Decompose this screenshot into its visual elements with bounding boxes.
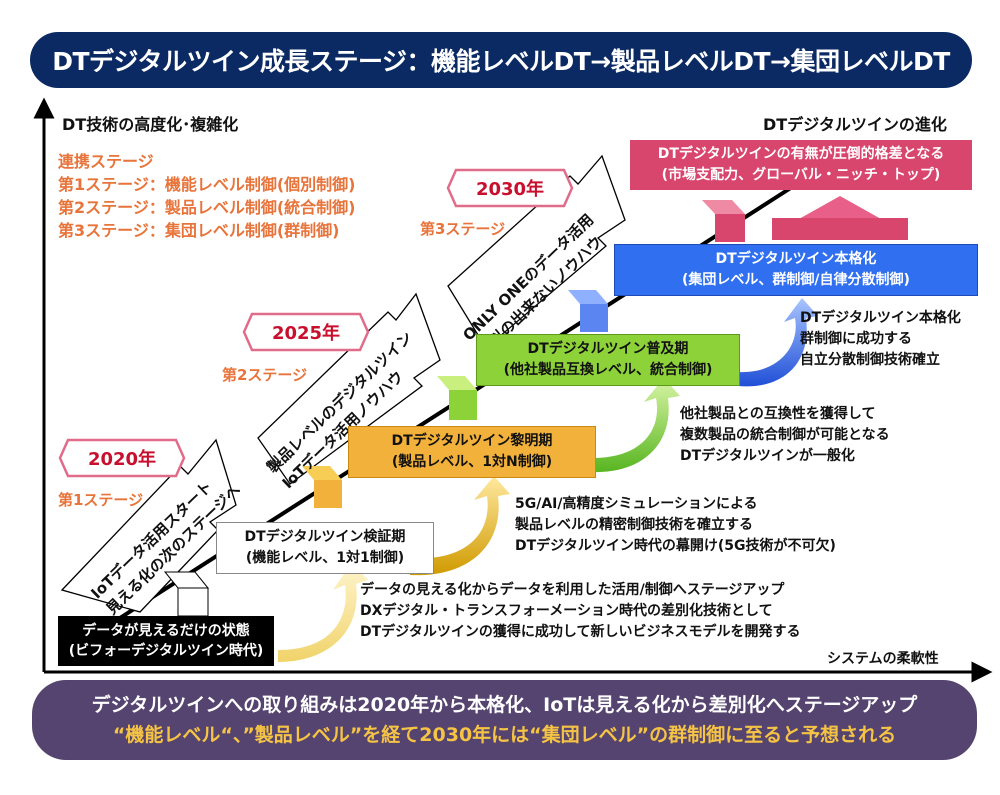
y-axis-label: DT技術の高度化･複雑化 (62, 115, 239, 134)
year-badge-2025: 2025年 (242, 312, 370, 352)
description-2: 5G/AI/高精度シミュレーションによる 製品レベルの精密制御技術を確立する D… (515, 494, 836, 557)
cube-green-side (449, 390, 477, 420)
cube-pink (702, 200, 745, 214)
cube-green (437, 376, 477, 390)
box-line: DTデジタルツイン黎明期 (391, 433, 553, 449)
description-line: 他社製品との互換性を獲得して (680, 406, 876, 422)
stage-list: 連携ステージ 第1ステージ：機能レベル制御(個別制御) 第2ステージ：製品レベル… (58, 150, 355, 242)
description-1: データの見える化からデータを利用した活用/制御へステージアップ DXデジタル・ト… (360, 580, 800, 643)
box-line: (集団レベル、群制御/自律分散制御) (682, 272, 910, 288)
cube-gold (302, 466, 342, 480)
milestone-arrow-2025 (257, 292, 441, 485)
box-line: (市場支配力、グローバル・ニッチ・トップ) (661, 167, 941, 183)
cube-gold-side (314, 480, 342, 508)
description-line: DXデジタル・トランスフォーメーション時代の差別化技術として (360, 603, 773, 619)
cube-pink-side (715, 214, 745, 242)
year-label: 2025年 (271, 323, 341, 344)
year-label: 2030年 (475, 179, 545, 200)
year-label: 2020年 (87, 449, 157, 470)
footer-line-2: “機能レベル“、”製品レベル”を経て2030年には“集団レベル”の群制御に至ると… (112, 724, 897, 746)
stage-list-heading: 連携ステージ (58, 152, 154, 171)
box-full-scale: DTデジタルツイン本格化 (集団レベル、群制御/自律分散制御) (614, 244, 978, 296)
top-right-label: DTデジタルツインの進化 (763, 115, 947, 134)
description-line: DTデジタルツインが一般化 (680, 448, 855, 464)
up-arrow-goal-body (772, 218, 908, 240)
box-line: (ビフォーデジタルツイン時代) (68, 643, 264, 659)
stage-tag-3: 第3ステージ (420, 220, 506, 238)
cube-blue (568, 290, 608, 304)
milestone-arrow-2020 (60, 438, 237, 613)
curved-arrow-3 (592, 378, 680, 473)
curved-arrow-1 (278, 562, 368, 662)
description-3: 他社製品との互換性を獲得して 複数製品の統合制御が可能となる DTデジタルツイン… (680, 404, 890, 467)
description-4: DTデジタルツイン本格化 群制御に成功する 自立分散制御技術確立 (800, 308, 961, 371)
stage-list-item: 第1ステージ：機能レベル制御(個別制御) (58, 175, 356, 194)
description-line: 自立分散制御技術確立 (800, 352, 940, 368)
box-dawn: DTデジタルツイン黎明期 (製品レベル、1対N制御) (348, 426, 596, 478)
x-axis-label: システムの柔軟性 (827, 651, 939, 667)
year-badge-2020: 2020年 (58, 438, 186, 478)
description-line: DTデジタルツイン時代の幕開け(5G技術が不可欠) (515, 538, 836, 554)
box-spread: DTデジタルツイン普及期 (他社製品互換レベル、統合制御) (476, 334, 740, 386)
description-line: データの見える化からデータを利用した活用/制御へステージアップ (360, 582, 785, 598)
footer-banner: デジタルツインへの取り組みは2020年から本格化、IoTは見える化から差別化へス… (32, 680, 977, 760)
stage-list-item: 第2ステージ：製品レベル制御(統合制御) (58, 198, 356, 217)
curved-arrow-4 (738, 298, 818, 387)
box-line: データが見えるだけの状態 (82, 623, 250, 639)
stage-tag-1: 第1ステージ (58, 491, 144, 509)
box-line: (製品レベル、1対N制御) (391, 454, 553, 470)
cube-white-1-side (177, 587, 209, 617)
box-goal: DTデジタルツインの有無が圧倒的格差となる (市場支配力、グローバル・ニッチ・ト… (630, 140, 972, 190)
stage-tag-2: 第2ステージ (222, 366, 308, 384)
description-line: 製品レベルの精密制御技術を確立する (515, 517, 753, 533)
box-verification: DTデジタルツイン検証期 (機能レベル、1対1制御) (216, 522, 434, 574)
page-title: DTデジタルツイン成長ステージ：機能レベルDT→製品レベルDT→集団レベルDT (52, 47, 950, 76)
box-before-digital-twin: データが見えるだけの状態 (ビフォーデジタルツイン時代) (58, 616, 274, 666)
description-line: DTデジタルツインの獲得に成功して新しいビジネスモデルを開発する (360, 624, 801, 640)
box-line: (機能レベル、1対1制御) (245, 550, 405, 566)
description-line: 複数製品の統合制御が可能となる (680, 427, 890, 443)
description-line: 群制御に成功する (800, 331, 912, 347)
milestone-arrow-2030 (447, 154, 626, 349)
description-line: DTデジタルツイン本格化 (800, 310, 961, 326)
box-line: DTデジタルツインの有無が圧倒的格差となる (657, 146, 945, 162)
footer-line-1: デジタルツインへの取り組みは2020年から本格化、IoTは見える化から差別化へス… (91, 694, 918, 716)
box-line: DTデジタルツイン本格化 (715, 251, 877, 267)
title-banner: DTデジタルツイン成長ステージ：機能レベルDT→製品レベルDT→集団レベルDT (30, 32, 972, 88)
box-line: DTデジタルツイン普及期 (527, 341, 689, 357)
year-badge-2030: 2030年 (446, 168, 574, 208)
description-line: 5G/AI/高精度シミュレーションによる (515, 496, 758, 512)
cube-blue-side (580, 304, 608, 332)
stage-list-item: 第3ステージ：集団レベル制御(群制御) (58, 221, 340, 240)
box-line: DTデジタルツイン検証期 (244, 529, 406, 545)
box-line: (他社製品互換レベル、統合制御) (503, 362, 713, 378)
